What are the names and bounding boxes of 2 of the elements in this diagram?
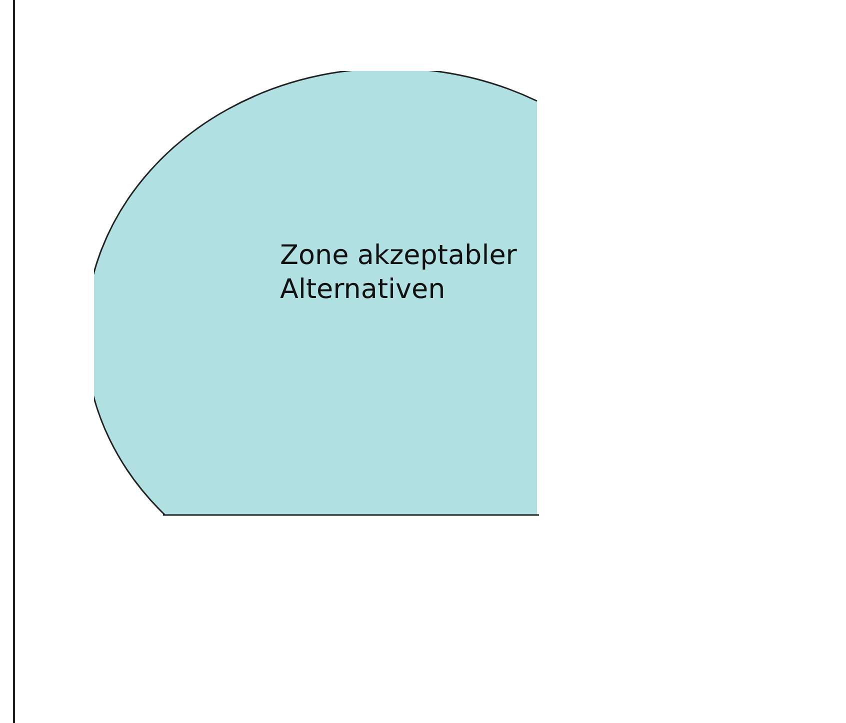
zone-label: Zone akzeptabler Alternativen: [280, 239, 518, 307]
acceptance-zone-shape: [94, 71, 540, 518]
